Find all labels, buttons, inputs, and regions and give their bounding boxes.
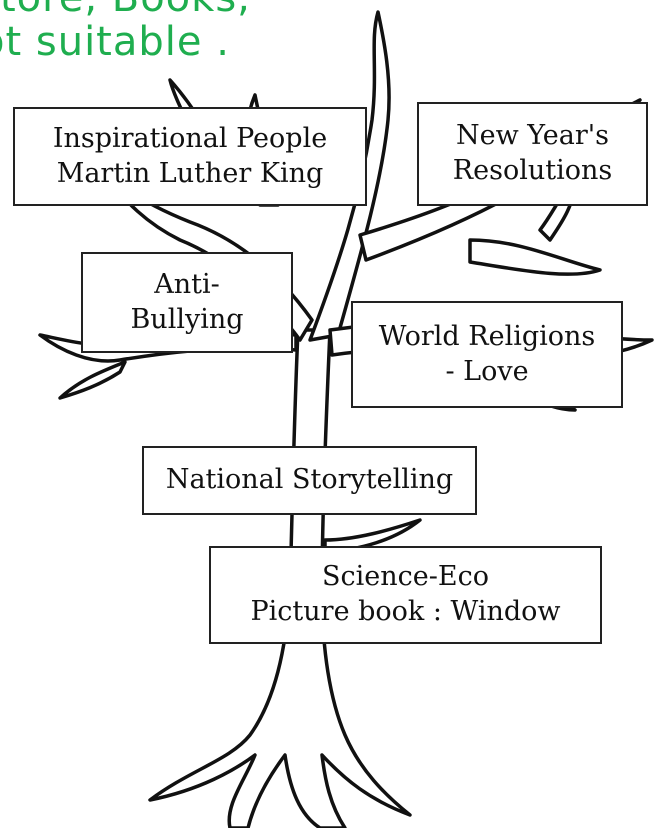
box-anti-bullying: Anti- Bullying	[81, 252, 293, 353]
box-inspirational-people: Inspirational People Martin Luther King	[13, 107, 367, 206]
box-inspirational-line-1: Inspirational People	[52, 122, 328, 154]
box-world-religions-line-1: World Religions	[378, 320, 596, 352]
box-science-line-2: Picture book : Window	[250, 596, 561, 627]
box-science-eco: Science-Eco Picture book : Window	[209, 546, 602, 644]
box-new-year-line-2: Resolutions	[452, 155, 613, 186]
box-national-storytelling: National Storytelling	[142, 446, 477, 515]
box-anti-bullying-line-1: Anti-	[154, 268, 220, 300]
box-new-year-line-1: New Year's	[455, 120, 610, 152]
box-anti-bullying-line-2: Bullying	[130, 303, 244, 335]
box-storytelling-line-1: National Storytelling	[165, 464, 454, 496]
box-new-years-resolutions: New Year's Resolutions	[417, 102, 648, 206]
box-world-religions: World Religions - Love	[351, 301, 623, 408]
header-note-line-2: ot suitable .	[0, 19, 230, 65]
box-world-religions-line-2: - Love	[445, 355, 529, 387]
box-inspirational-line-2: Martin Luther King	[56, 157, 324, 189]
box-science-line-1: Science-Eco	[322, 561, 489, 593]
header-note-line-1: tore, Books,	[0, 0, 251, 18]
